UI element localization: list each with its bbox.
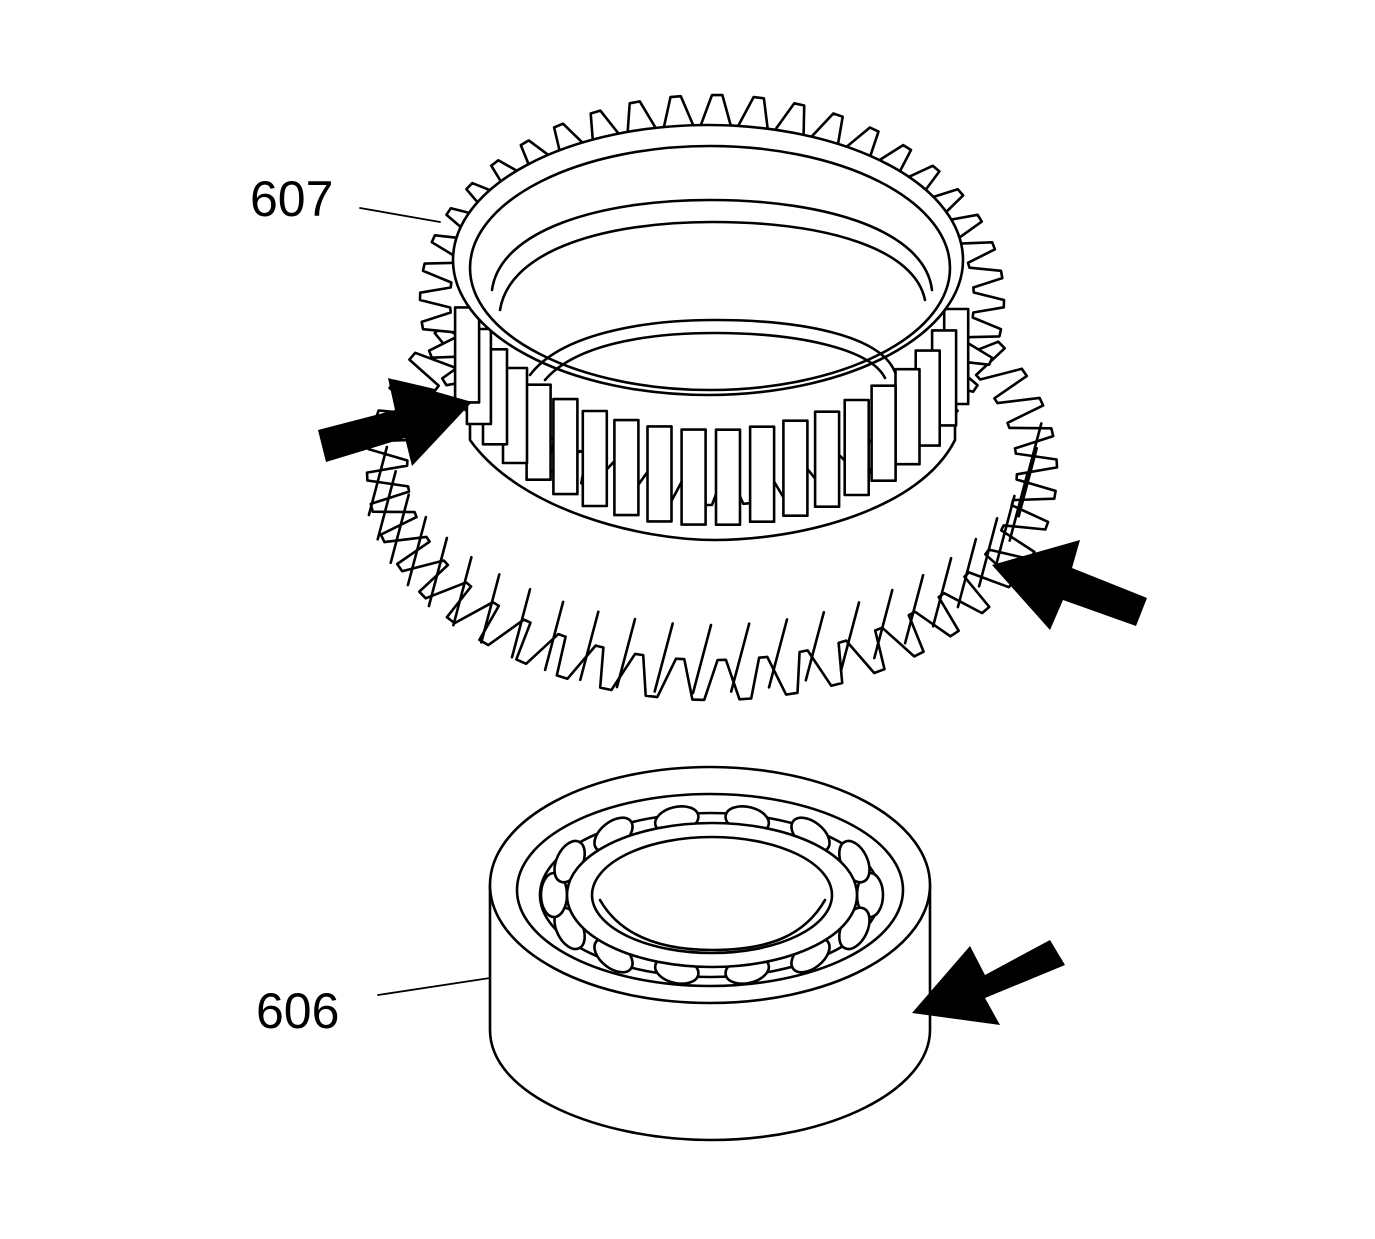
- helix-tooth-line: [653, 622, 674, 693]
- helix-tooth-line: [389, 493, 410, 565]
- leader-line-606: [377, 977, 491, 996]
- callout-607: 607: [250, 171, 333, 227]
- helix-tooth-line: [767, 618, 789, 689]
- bearing-inner-race-edge: [590, 835, 834, 955]
- helix-tooth-line: [903, 573, 925, 645]
- helix-tooth-line: [729, 622, 751, 693]
- small-gear-spline: [782, 419, 809, 517]
- gear-bore-floor-inner: [543, 331, 887, 382]
- small-gear-spline: [894, 367, 921, 466]
- helix-tooth-line: [367, 445, 389, 517]
- helix-tooth-line: [427, 536, 449, 608]
- small-gear-spline: [748, 425, 776, 523]
- helix-tooth-line: [931, 556, 953, 628]
- large-gear-helix-lines: [367, 422, 1043, 695]
- helix-tooth-line: [691, 623, 713, 695]
- small-gear-spline: [870, 384, 897, 482]
- helix-tooth-line: [510, 588, 532, 659]
- helical-gear: [365, 93, 1059, 702]
- small-gear-spline: [646, 425, 673, 523]
- gear-bore-rim: [468, 144, 952, 392]
- helix-tooth-line: [406, 515, 428, 587]
- leader-line-607: [359, 207, 441, 223]
- small-gear-spline: [813, 410, 841, 508]
- helix-tooth-line: [615, 617, 637, 689]
- arrow-bearing: [912, 940, 1065, 1025]
- helix-tooth-line: [839, 601, 861, 672]
- callout-606: 606: [256, 983, 339, 1039]
- arrow-icon: [318, 378, 1147, 1025]
- helix-tooth-line: [956, 537, 978, 609]
- helix-tooth-line: [579, 610, 600, 682]
- helix-tooth-line: [480, 573, 501, 644]
- gear-bore-outer: [451, 123, 965, 397]
- small-gear-spline: [453, 306, 481, 404]
- gear-bore-inner-wall: [490, 198, 934, 292]
- small-gear-spline: [525, 383, 552, 481]
- arrow-gear-left: [318, 378, 472, 466]
- helix-tooth-line: [376, 470, 397, 541]
- gear-bore-step: [498, 220, 927, 312]
- small-gear-spline: [843, 398, 870, 497]
- small-gear-spline: [680, 428, 707, 526]
- bearing-outer-race-inner-edge: [515, 792, 905, 988]
- helix-tooth-line: [977, 517, 999, 588]
- roller-bearing: [488, 765, 932, 1142]
- arrow-gear-right: [992, 540, 1147, 630]
- helix-tooth-line: [804, 611, 826, 682]
- small-gear-spline: [714, 428, 742, 526]
- bearing-inner-race: [565, 821, 859, 969]
- bearing-bore-wall: [598, 898, 827, 952]
- small-gear-splines: [453, 306, 970, 526]
- helix-tooth-line: [452, 555, 473, 627]
- helix-tooth-line: [873, 588, 894, 660]
- small-gear-spline: [581, 409, 609, 508]
- helix-tooth-line: [1017, 447, 1038, 518]
- helix-tooth-line: [543, 600, 565, 672]
- small-gear-spline: [613, 418, 640, 517]
- helix-tooth-line: [1008, 471, 1029, 542]
- small-gear-spline: [552, 397, 579, 496]
- helix-tooth-line: [995, 494, 1016, 566]
- gear-bore-floor: [528, 318, 897, 377]
